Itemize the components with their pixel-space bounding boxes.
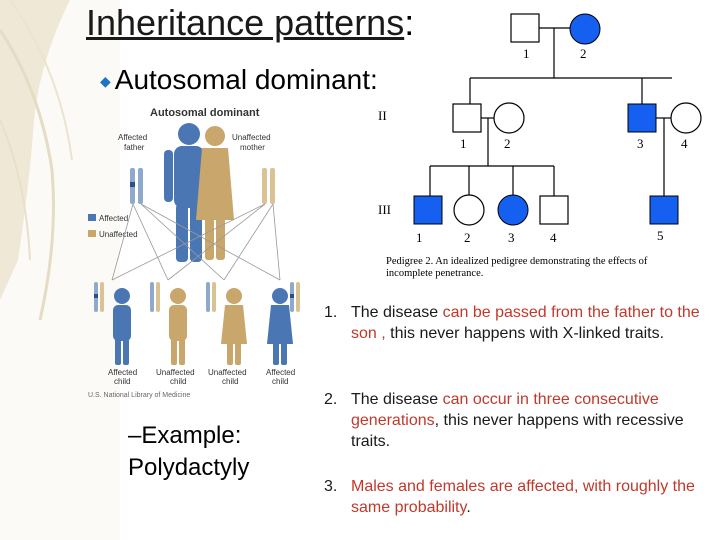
- point-1-highlight: can be passed from the father to the son…: [351, 304, 700, 342]
- point-2-highlight: can occur in three consecutive generatio…: [351, 391, 659, 429]
- point-2-post: , this never happens with recessive trai…: [351, 412, 684, 450]
- gen3-label-2: 2: [464, 230, 471, 245]
- child-2-label-2: child: [170, 377, 186, 386]
- point-2-pre: The disease: [351, 391, 443, 408]
- gen3-label-4: 4: [550, 230, 557, 245]
- child-3-label-1: Unaffected: [208, 368, 247, 377]
- unaffected-mother-label-2: mother: [240, 143, 265, 152]
- illus-credit: U.S. National Library of Medicine: [88, 392, 190, 399]
- child-4-figure: [267, 288, 293, 365]
- point-1-text: The disease can be passed from the fathe…: [351, 302, 714, 344]
- gen1-label-1: 1: [523, 46, 530, 61]
- gen3-label-3: 3: [508, 230, 515, 245]
- child-4-label-2: child: [272, 377, 288, 386]
- child-3-label-2: child: [222, 377, 238, 386]
- legend-unaffected-swatch: [88, 230, 96, 237]
- subtitle-text: Autosomal dominant:: [114, 64, 378, 95]
- gen2-male-3: [627, 103, 657, 133]
- gen2-male-1: [452, 103, 482, 133]
- example-label-line: –Example:: [128, 420, 249, 452]
- point-1: 1. The disease can be passed from the fa…: [324, 302, 714, 344]
- point-2-text: The disease can occur in three consecuti…: [351, 389, 714, 452]
- title-text: Inheritance patterns: [86, 2, 405, 43]
- example-value: Polydactyly: [128, 454, 250, 481]
- children-chromosomes: [94, 282, 300, 312]
- gen2-female-2: [493, 102, 525, 134]
- legend-affected-swatch: [88, 214, 96, 221]
- child-1-label-1: Affected: [108, 368, 137, 377]
- gen1-male-1: [510, 13, 540, 43]
- gen2-label-2: 2: [504, 136, 511, 151]
- gen2-female-4: [670, 102, 702, 134]
- child-1-figure: [113, 288, 131, 365]
- point-2: 2. The disease can occur in three consec…: [324, 389, 714, 452]
- point-3: 3. Males and females are affected, with …: [324, 476, 714, 518]
- legend-affected-label: Affected: [99, 214, 128, 223]
- autosomal-dominant-illustration: Autosomal dominant Affected father Unaff…: [88, 107, 300, 399]
- decorative-corner: [0, 0, 120, 540]
- point-1-pre: The disease: [351, 304, 443, 321]
- child-2-figure: [169, 288, 187, 365]
- point-3-number: 3.: [324, 478, 338, 495]
- gen3-roman: III: [378, 202, 391, 217]
- affected-father-label-2: father: [124, 143, 145, 152]
- gen2-label-4: 4: [681, 136, 688, 151]
- gen2-label-1: 1: [460, 136, 467, 151]
- slide-title: Inheritance patterns:: [86, 2, 414, 44]
- gen3-male-4: [539, 195, 569, 225]
- gen1-label-2: 2: [580, 46, 587, 61]
- pedigree-caption-1: Pedigree 2. An idealized pedigree demons…: [386, 256, 648, 267]
- child-3-figure: [221, 288, 247, 365]
- child-2-label-1: Unaffected: [156, 368, 195, 377]
- gen1-female-2: [569, 13, 601, 45]
- gen2-label-3: 3: [637, 136, 644, 151]
- point-3-text: Males and females are affected, with rou…: [351, 476, 714, 518]
- legend-unaffected-label: Unaffected: [99, 230, 138, 239]
- gen3-male-1: [413, 195, 443, 225]
- example-dash: –: [128, 422, 142, 449]
- affected-father-label-1: Affected: [118, 133, 147, 142]
- inheritance-lines: [111, 203, 281, 281]
- subtitle: ◆Autosomal dominant:: [100, 64, 378, 96]
- gen3-label-5: 5: [657, 228, 664, 243]
- child-1-label-2: child: [114, 377, 130, 386]
- gen3-label-1: 1: [416, 230, 423, 245]
- unaffected-mother-label-1: Unaffected: [232, 133, 271, 142]
- point-1-post: this never happens with X-linked traits.: [385, 325, 665, 342]
- pedigree-caption-2: incomplete penetrance.: [386, 268, 483, 279]
- point-1-number: 1.: [324, 304, 338, 321]
- child-4-label-1: Affected: [266, 368, 295, 377]
- gen3-male-5: [649, 195, 679, 225]
- point-3-post: .: [466, 499, 471, 516]
- gen3-female-3: [497, 194, 529, 226]
- title-colon: :: [404, 2, 415, 43]
- point-3-highlight: Males and females are affected, with rou…: [351, 478, 695, 516]
- illus-heading: Autosomal dominant: [150, 107, 260, 119]
- mother-chromosomes: [262, 168, 275, 204]
- point-2-number: 2.: [324, 391, 338, 408]
- father-chromosomes: [130, 168, 143, 204]
- gen3-female-2: [453, 194, 485, 226]
- example-block: –Example: Polydactyly: [128, 420, 249, 484]
- example-label: Example:: [141, 422, 242, 449]
- pedigree-chart: 1 2 II 1 2 3 4 III 1 2 3 4 5 Pedigree 2.…: [378, 13, 702, 279]
- gen2-roman: II: [378, 108, 387, 123]
- bullet-icon: ◆: [100, 73, 111, 90]
